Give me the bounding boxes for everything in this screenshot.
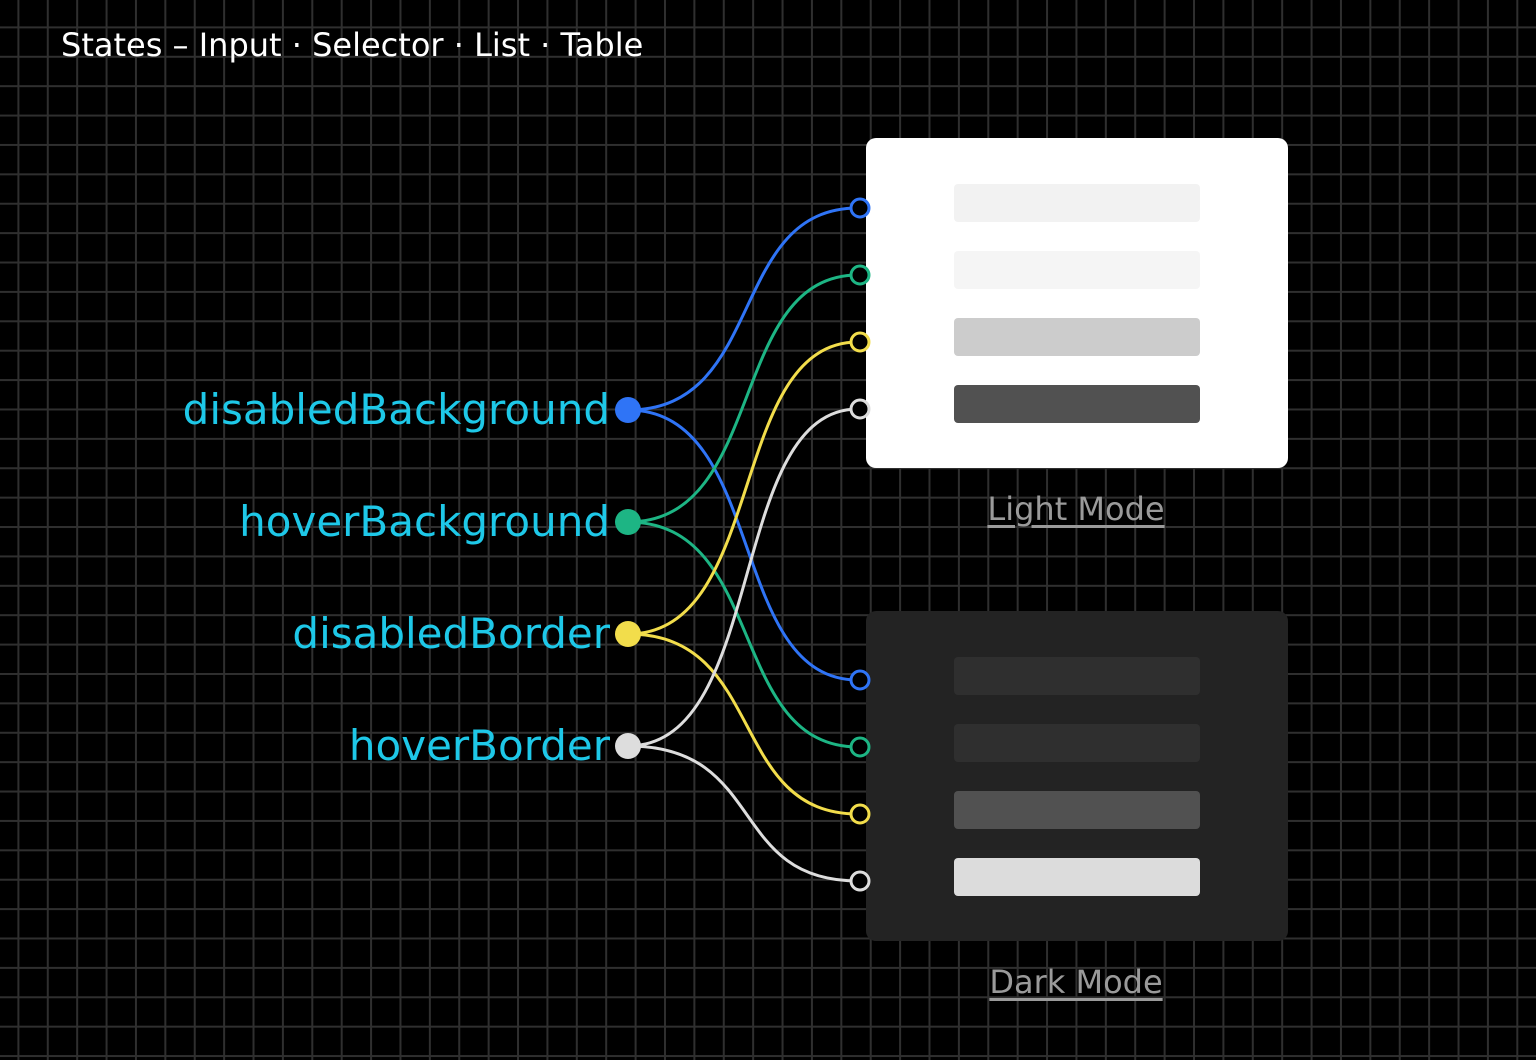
node-disabled-border[interactable]: [615, 621, 641, 647]
title-states: States: [61, 26, 163, 64]
dark-swatch-hover-background: [954, 724, 1200, 762]
token-label-hover-background: hoverBackground: [239, 497, 610, 546]
port-hover-border-dark: [849, 870, 871, 892]
light-mode-panel: [866, 138, 1288, 468]
port-disabled-border-light: [849, 331, 871, 353]
light-mode-label[interactable]: Light Mode: [987, 490, 1165, 528]
dark-swatch-hover-border: [954, 858, 1200, 896]
wire-disabled-border-light: [627, 340, 859, 636]
node-hover-border[interactable]: [615, 733, 641, 759]
wire-hover-border-dark: [627, 744, 859, 883]
title-separator-1: ·: [291, 26, 302, 64]
token-label-hover-border: hoverBorder: [348, 721, 610, 770]
port-hover-border-light: [849, 398, 871, 420]
dark-mode-label[interactable]: Dark Mode: [989, 963, 1163, 1001]
title-separator-2: ·: [453, 26, 464, 64]
title-list: List: [474, 26, 530, 64]
token-label-disabled-border: disabledBorder: [292, 609, 610, 658]
title-dash: –: [172, 26, 189, 64]
light-swatch-hover-background: [954, 251, 1200, 289]
title-table: Table: [560, 26, 644, 64]
dark-swatch-disabled-background: [954, 657, 1200, 695]
page-title: States – Input · Selector · List · Table: [61, 26, 643, 64]
port-disabled-background-dark: [849, 669, 871, 691]
token-label-disabled-background: disabledBackground: [182, 385, 610, 434]
wire-disabled-background-light: [627, 206, 859, 412]
port-hover-background-light: [849, 264, 871, 286]
title-selector: Selector: [312, 26, 444, 64]
wire-hover-border-light: [627, 407, 859, 748]
port-hover-background-dark: [849, 736, 871, 758]
wire-disabled-border-dark: [627, 632, 859, 816]
node-hover-background[interactable]: [615, 509, 641, 535]
wire-hover-background-light: [627, 273, 859, 524]
port-disabled-background-light: [849, 197, 871, 219]
dark-swatch-disabled-border: [954, 791, 1200, 829]
dark-mode-panel: [866, 611, 1288, 941]
light-swatch-disabled-border: [954, 318, 1200, 356]
light-swatch-disabled-background: [954, 184, 1200, 222]
wire-hover-background-dark: [627, 520, 859, 749]
light-swatch-hover-border: [954, 385, 1200, 423]
title-input: Input: [198, 26, 282, 64]
node-disabled-background[interactable]: [615, 397, 641, 423]
wire-disabled-background-dark: [627, 408, 859, 682]
port-disabled-border-dark: [849, 803, 871, 825]
title-separator-3: ·: [540, 26, 551, 64]
